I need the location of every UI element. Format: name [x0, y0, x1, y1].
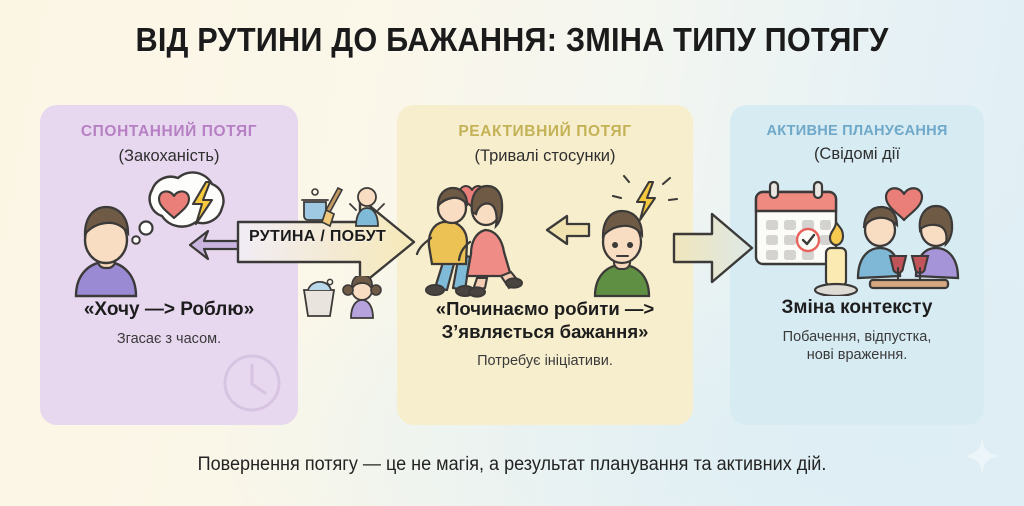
footer-text: Повернення потягу — це не магія, а резул…	[197, 454, 827, 475]
panel-2-artwork	[397, 170, 693, 298]
person-icon	[74, 205, 138, 298]
panel-1-artwork	[40, 170, 298, 298]
panel-1-main-text: «Хочу —> Роблю»	[83, 299, 255, 320]
panel-2-note: Потребує ініціативи.	[477, 353, 613, 370]
routine-label: РУТИНА / ПОБУТ	[249, 228, 387, 245]
panel-1-note: Згасає з часом.	[116, 331, 222, 348]
panel-1-subtitle: (Закоханість)	[118, 147, 220, 165]
panel-3-artwork	[730, 168, 984, 298]
calendar-date-illustration	[754, 180, 960, 298]
panel-2-main-line2: З’являється бажання»	[441, 320, 649, 342]
couple-spark-illustration	[415, 174, 679, 298]
panel-3-note: Побачення, відпустка, нові враження.	[730, 328, 984, 364]
routine-icons-top	[301, 186, 385, 228]
lightning-icon	[191, 180, 214, 226]
panel-2-subtitle: (Тривалі стосунки)	[474, 147, 616, 165]
arrow-big-to-planning-icon	[672, 212, 754, 284]
routine-icons-bottom	[302, 276, 382, 319]
person-thought-illustration	[74, 171, 225, 298]
heart-icon	[884, 187, 924, 222]
panel-2-main-text: «Починаємо робити —> З’являється бажання…	[397, 298, 693, 343]
panel-3-main-text: Зміна контексту	[781, 297, 933, 318]
man-icon	[415, 186, 475, 297]
woman-icon	[457, 184, 523, 298]
arrow-right-icon	[545, 214, 591, 246]
sparkle-icon	[964, 438, 1000, 474]
panel-active-planning: АКТИВНЕ ПЛАНУЄАННЯ (Свідомі дії	[730, 105, 984, 425]
panel-3-note-line2: нові враження.	[806, 347, 908, 364]
panel-3-subtitle: (Свідомі дії	[813, 145, 901, 163]
wine-glass-icon	[888, 254, 930, 283]
laundry-basket-icon	[302, 278, 336, 317]
page-title: ВІД РУТИНИ ДО БАЖАННЯ: ЗМІНА ТИПУ ПОТЯГУ	[135, 21, 889, 58]
baby-icon	[349, 187, 385, 227]
clock-watermark-icon	[223, 354, 281, 412]
couple-dinner-icon	[856, 204, 960, 290]
lightning-icon	[611, 174, 679, 222]
panel-3-heading: АКТИВНЕ ПЛАНУЄАННЯ	[766, 123, 948, 139]
panel-3-note-line1: Побачення, відпустка,	[782, 329, 932, 346]
panel-reactive: РЕАКТИВНИЙ ПОТЯГ (Тривалі стосунки)	[397, 105, 693, 425]
girl-icon	[342, 276, 382, 319]
panel-2-heading: РЕАКТИВНИЙ ПОТЯГ	[458, 123, 632, 140]
panel-1-heading: СПОНТАННИЙ ПОТЯГ	[80, 123, 258, 140]
panel-2-main-line1: «Починаємо робити —>	[435, 298, 655, 319]
calendar-check-icon	[754, 180, 838, 266]
heart-icon	[157, 190, 191, 220]
person-icon	[593, 209, 651, 298]
panel-spontaneous: СПОНТАННИЙ ПОТЯГ (Закоханість)	[40, 105, 298, 425]
broom-icon	[320, 186, 344, 228]
